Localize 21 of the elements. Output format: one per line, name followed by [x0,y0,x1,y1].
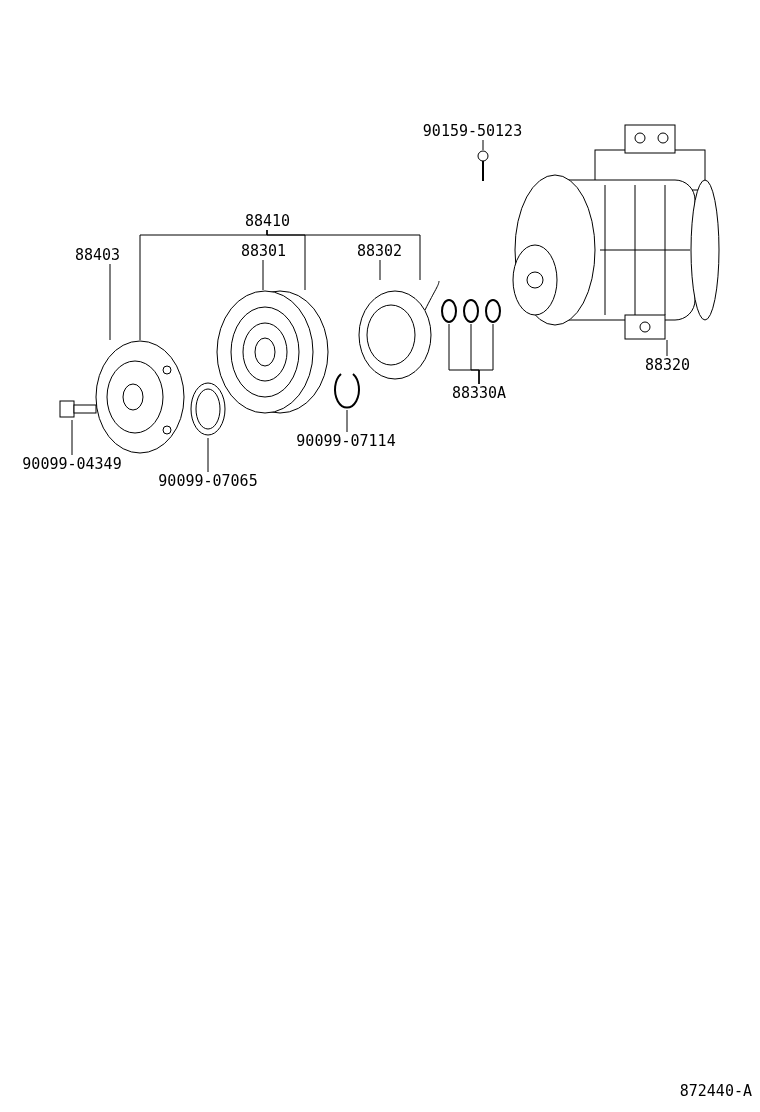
part-number: 90099-07065 [158,472,258,490]
part-number: 88403 [70,246,125,264]
part-number: 88410 [240,212,295,230]
leader-line [482,139,484,151]
part-number: 90159-50123 [420,122,525,140]
leader-line [71,419,73,456]
part-number: 90099-07114 [296,432,396,450]
part-number: 90099-04349 [22,455,122,473]
leader-line [207,437,209,473]
part-number: 88330A [445,384,513,402]
leader-line [478,323,494,385]
part-number: 88302 [352,242,407,260]
part-number: 88301 [236,242,291,260]
leader-line [266,229,421,281]
leader-line [666,339,668,357]
leader-line [109,263,111,341]
leader-line [262,259,264,291]
leader-line [346,409,348,433]
leader-line [379,259,381,281]
part-number: 88320 [640,356,695,374]
diagram-number: 872440-A [679,1082,752,1100]
